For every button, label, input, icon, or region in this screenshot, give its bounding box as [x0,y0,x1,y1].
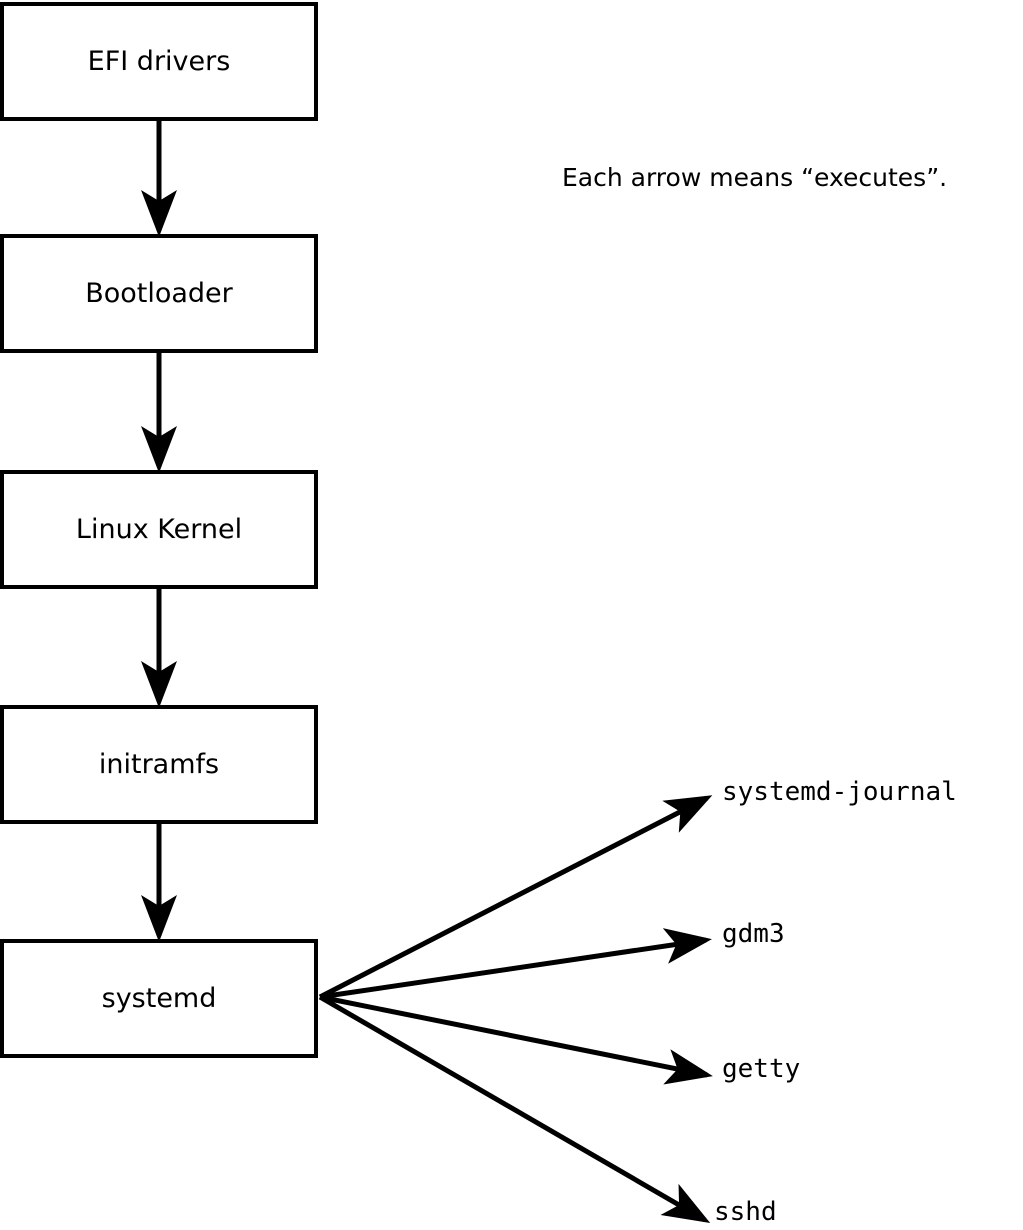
stage-box-initramfs[interactable]: initramfs [0,705,318,824]
stage-box-label: Bootloader [85,278,233,309]
stage-box-linux-kernel[interactable]: Linux Kernel [0,470,318,589]
arrow-systemd-to-gdm3 [319,928,712,1000]
arrow-systemd-to-sshd [318,994,711,1224]
stage-box-efi-drivers[interactable]: EFI drivers [0,2,318,121]
stage-box-bootloader[interactable]: Bootloader [0,234,318,353]
service-label-gdm3[interactable]: gdm3 [722,919,785,949]
stage-box-label: systemd [101,983,217,1014]
service-label-systemd-journal[interactable]: systemd-journal [722,777,957,807]
arrow-systemd-to-getty [319,994,713,1085]
stage-box-label: Linux Kernel [75,514,243,545]
legend-caption: Each arrow means “executes”. [562,163,948,192]
fan-arrow-group [318,795,713,1224]
service-label-getty[interactable]: getty [722,1054,801,1084]
service-label-sshd[interactable]: sshd [714,1197,777,1227]
stage-box-label: initramfs [98,749,220,780]
stage-box-systemd[interactable]: systemd [0,939,318,1058]
arrow-systemd-to-systemd-journal [318,795,713,1000]
stage-box-label: EFI drivers [87,46,231,77]
